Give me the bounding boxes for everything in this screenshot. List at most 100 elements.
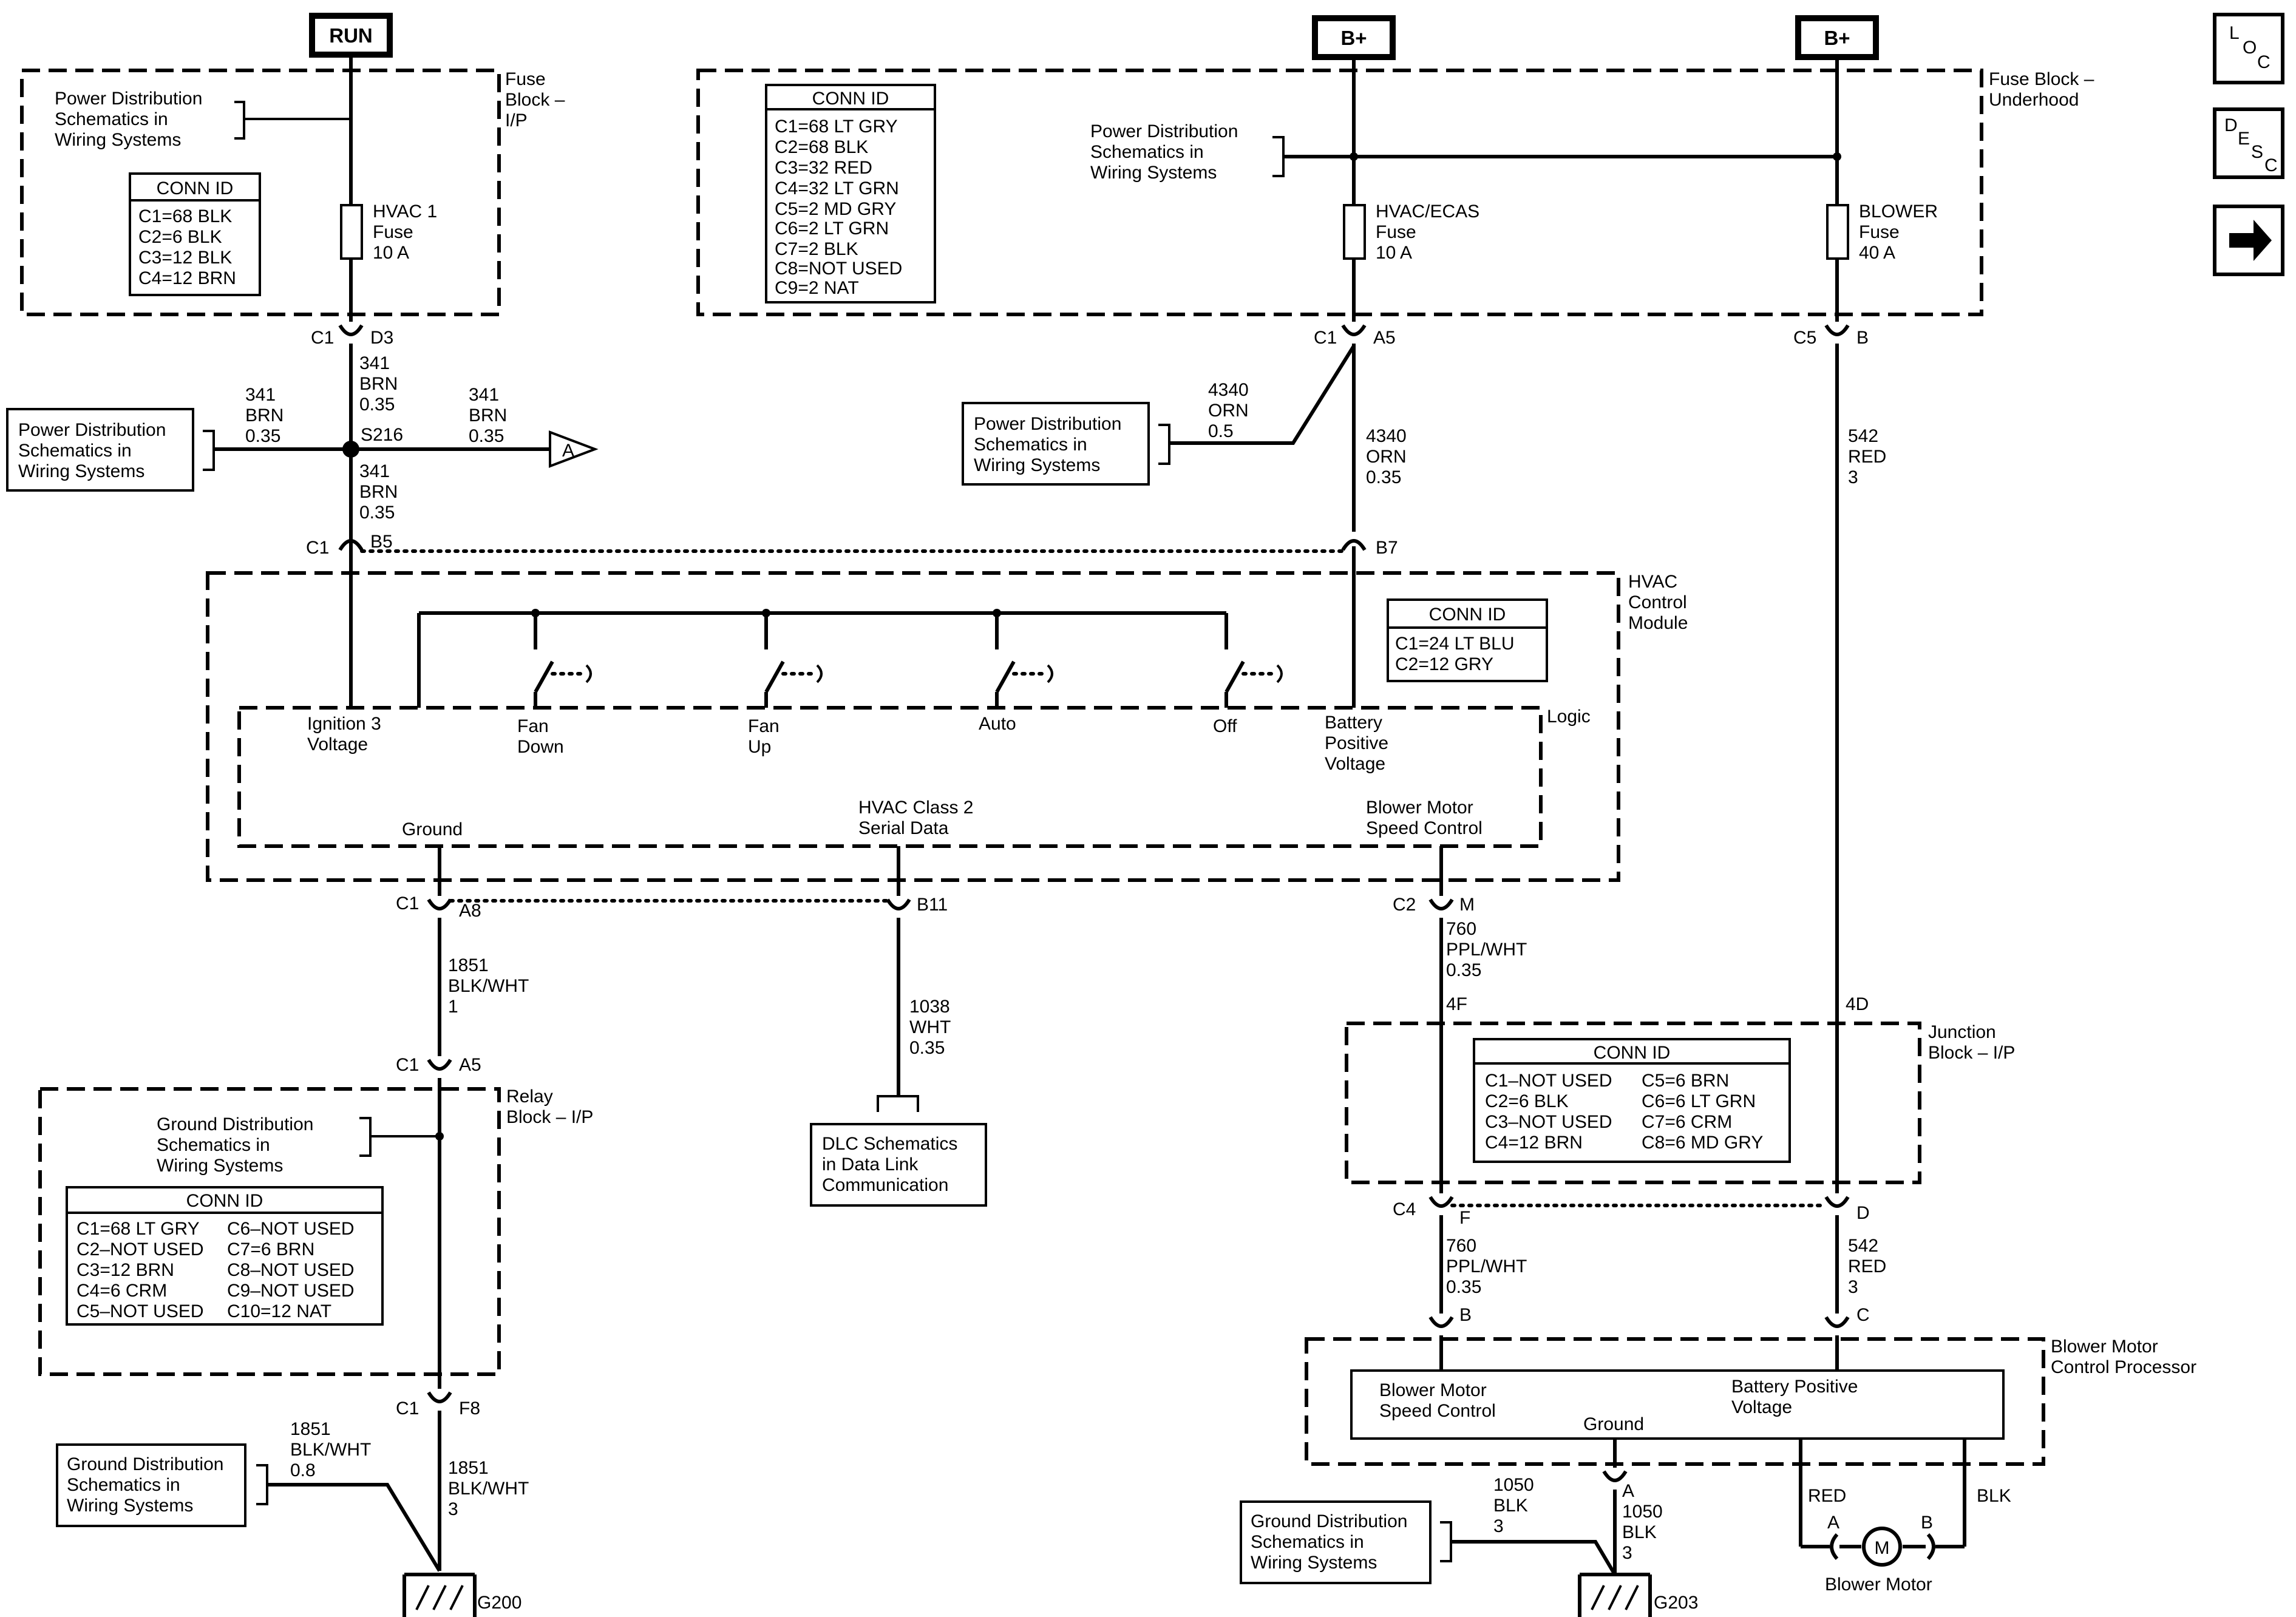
svg-text:C2=6 BLK: C2=6 BLK <box>138 227 222 247</box>
junction-pin-4d: 4D <box>1846 994 1869 1014</box>
relay-block-gd-ref[interactable]: Ground Distribution Schematics in Wiring… <box>157 1114 444 1176</box>
svg-text:760: 760 <box>1446 919 1476 939</box>
hvac-module-title: HVAC Control Module <box>1628 572 1688 633</box>
g200-label: G200 <box>477 1593 521 1613</box>
relay-block-conn-table: CONN ID C1=68 LT GRY C6–NOT USED C2–NOT … <box>66 1186 384 1326</box>
svg-text:C3=32 RED: C3=32 RED <box>775 158 872 178</box>
loc-button[interactable]: L O C <box>2213 13 2284 84</box>
svg-text:Control Processor: Control Processor <box>2051 1357 2196 1377</box>
svg-text:Schematics in: Schematics in <box>1251 1532 1364 1552</box>
fuse-block-uh-title: Fuse Block – Underhood <box>1989 69 2094 110</box>
svg-text:Wiring Systems: Wiring Systems <box>1251 1553 1377 1573</box>
svg-text:CONN ID: CONN ID <box>1429 605 1506 625</box>
junction-block-title: Junction Block – I/P <box>1928 1022 2015 1063</box>
logic-block <box>237 706 1543 848</box>
svg-text:C6=2 LT GRN: C6=2 LT GRN <box>775 219 889 239</box>
pin-a8: A8 <box>459 901 481 921</box>
svg-text:Schematics in: Schematics in <box>974 435 1087 455</box>
svg-text:HVAC: HVAC <box>1628 572 1677 592</box>
next-page-button[interactable] <box>2213 205 2284 276</box>
pin-d: D <box>1856 1203 1870 1223</box>
pin-b11: B11 <box>917 895 948 915</box>
svg-text:0.5: 0.5 <box>1208 421 1234 441</box>
wire-1038-label: 1038 WHT 0.35 <box>909 997 951 1058</box>
svg-text:BLK: BLK <box>1622 1522 1657 1542</box>
svg-text:C3–NOT USED: C3–NOT USED <box>1485 1112 1612 1132</box>
svg-text:0.35: 0.35 <box>469 426 504 446</box>
svg-text:Fuse: Fuse <box>1376 222 1416 242</box>
svg-text:10 A: 10 A <box>1376 243 1412 263</box>
svg-text:Wiring Systems: Wiring Systems <box>1090 163 1217 183</box>
fuse-block-ip-title: Fuse Block – I/P <box>505 69 565 131</box>
desc-button[interactable]: D E S C <box>2213 107 2284 179</box>
svg-text:PPL/WHT: PPL/WHT <box>1446 1256 1527 1276</box>
svg-text:RED: RED <box>1848 447 1886 467</box>
desc-letter-s: S <box>2251 142 2263 162</box>
svg-text:341: 341 <box>469 385 499 405</box>
svg-text:Schematics in: Schematics in <box>157 1135 270 1155</box>
svg-text:Power Distribution: Power Distribution <box>974 414 1121 434</box>
svg-text:DLC Schematics: DLC Schematics <box>822 1134 957 1154</box>
junction-pin-4f: 4F <box>1446 994 1467 1014</box>
svg-text:BLK/WHT: BLK/WHT <box>448 1479 529 1499</box>
svg-text:C6=6 LT GRN: C6=6 LT GRN <box>1642 1091 1756 1111</box>
pin-c5-label: C5 <box>1793 328 1816 348</box>
label-blower-speed: Blower Motor Speed Control <box>1366 798 1483 838</box>
label-batt-positive: Battery Positive Voltage <box>1325 713 1388 774</box>
svg-text:Power Distribution: Power Distribution <box>55 89 202 109</box>
svg-text:Up: Up <box>748 737 771 757</box>
svg-text:BLK/WHT: BLK/WHT <box>448 976 529 996</box>
junction-block-ip: Junction Block – I/P CONN ID C1–NOT USED… <box>1345 1022 2015 1184</box>
wire-4340-label: 4340 ORN 0.35 <box>1366 426 1407 487</box>
svg-text:HVAC 1: HVAC 1 <box>373 202 437 222</box>
hvac-control-module: HVAC Control Module CONN ID C1=24 LT BLU… <box>206 571 1688 882</box>
wire-1050-label: 1050 BLK 3 <box>1622 1502 1663 1563</box>
fuse-block-ip-pd-ref[interactable]: Power Distribution Schematics in Wiring … <box>55 89 351 150</box>
power-dist-ref-left[interactable]: Power Distribution Schematics in Wiring … <box>6 408 194 492</box>
pin-c4: C4 <box>1393 1199 1416 1219</box>
svg-text:0.35: 0.35 <box>245 426 280 446</box>
svg-text:Fan: Fan <box>517 716 549 736</box>
svg-text:0.35: 0.35 <box>359 395 395 415</box>
svg-text:C1–NOT USED: C1–NOT USED <box>1485 1071 1612 1091</box>
svg-text:HVAC/ECAS: HVAC/ECAS <box>1376 202 1479 222</box>
label-fan-down: Fan Down <box>517 716 564 757</box>
svg-text:Wiring Systems: Wiring Systems <box>157 1156 283 1176</box>
svg-text:C1=68 LT GRY: C1=68 LT GRY <box>76 1219 200 1239</box>
svg-text:Underhood: Underhood <box>1989 90 2079 110</box>
ground-dist-ref-right[interactable]: Ground Distribution Schematics in Wiring… <box>1240 1500 1432 1584</box>
svg-text:Voltage: Voltage <box>1731 1397 1792 1417</box>
svg-text:C4=12 BRN: C4=12 BRN <box>1485 1133 1583 1153</box>
svg-text:Schematics in: Schematics in <box>67 1475 180 1495</box>
svg-text:Ground Distribution: Ground Distribution <box>67 1454 223 1474</box>
dlc-schematics-ref[interactable]: DLC Schematics in Data Link Communicatio… <box>810 1123 987 1207</box>
off-page-connector-a[interactable] <box>549 430 599 468</box>
fuse-block-uh-pd-ref[interactable]: Power Distribution Schematics in Wiring … <box>1090 121 1285 183</box>
svg-text:1050: 1050 <box>1622 1502 1663 1522</box>
off-page-label: A <box>562 441 574 461</box>
power-dist-ref-mid[interactable]: Power Distribution Schematics in Wiring … <box>962 402 1150 486</box>
run-source: RUN <box>309 13 393 58</box>
svg-text:Block – I/P: Block – I/P <box>1928 1043 2015 1063</box>
svg-text:C5=6 BRN: C5=6 BRN <box>1642 1071 1729 1091</box>
svg-text:542: 542 <box>1848 1236 1878 1256</box>
svg-text:ORN: ORN <box>1366 447 1407 467</box>
svg-text:Schematics in: Schematics in <box>1090 142 1204 162</box>
ground-dist-ref-left[interactable]: Ground Distribution Schematics in Wiring… <box>56 1443 246 1527</box>
bmcp-title: Blower Motor Control Processor <box>2051 1337 2196 1377</box>
pin-c1-b5: C1 <box>306 538 329 558</box>
svg-text:4340: 4340 <box>1208 380 1249 400</box>
svg-text:3: 3 <box>1848 467 1858 487</box>
blower-fuse: BLOWER Fuse 40 A <box>1826 202 1938 263</box>
bmcp-pin-a: A <box>1622 1481 1634 1501</box>
wire-4340-side-label: 4340 ORN 0.5 <box>1208 380 1249 441</box>
blower-motor-control-processor: Blower Motor Control Processor Blower Mo… <box>1305 1337 2196 1466</box>
pin-c2: C2 <box>1393 895 1416 915</box>
svg-text:1851: 1851 <box>448 955 489 975</box>
wire-542-top-label: 542 RED 3 <box>1848 426 1886 487</box>
svg-text:Speed Control: Speed Control <box>1366 818 1483 838</box>
loc-letter-o: O <box>2243 38 2257 58</box>
svg-text:BRN: BRN <box>359 374 398 394</box>
bmcp-speed-label: Blower Motor Speed Control <box>1379 1380 1496 1421</box>
g203-label: G203 <box>1654 1593 1698 1613</box>
